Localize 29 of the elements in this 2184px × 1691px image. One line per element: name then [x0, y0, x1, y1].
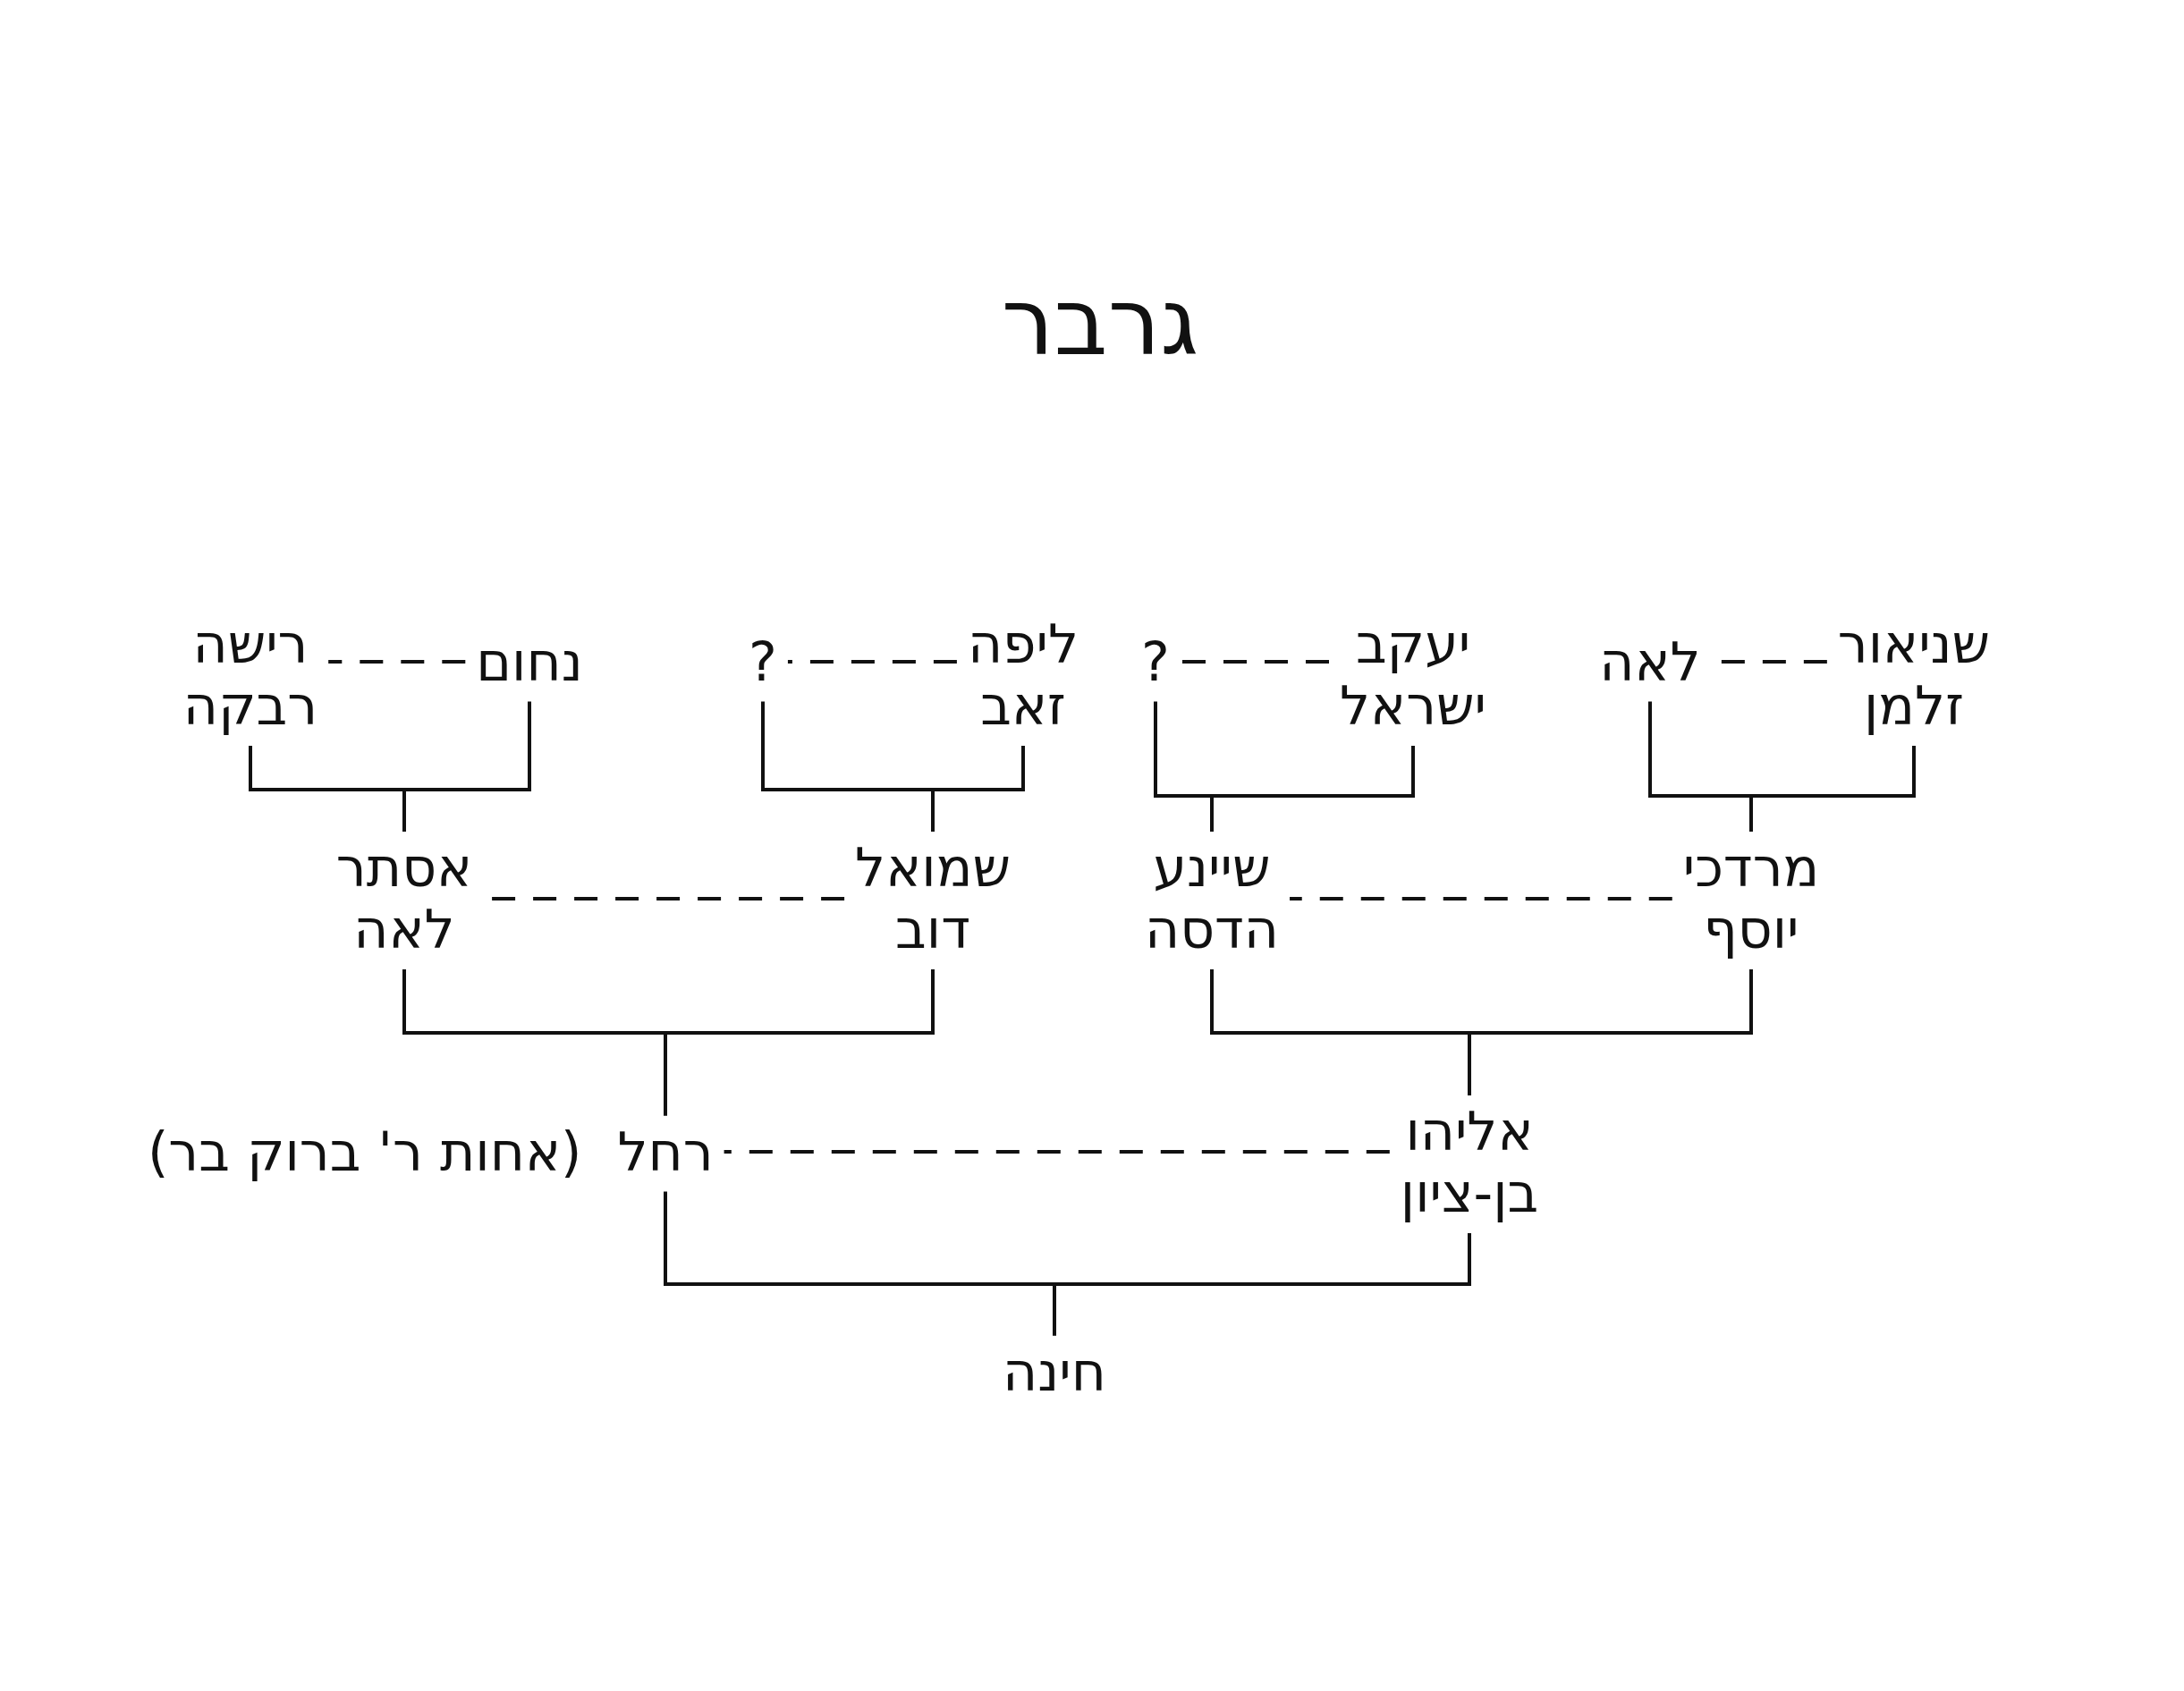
- person-name: רחל: [617, 1120, 714, 1183]
- descent-bracket: [761, 701, 935, 832]
- person-name: רישה רבקה: [182, 613, 318, 737]
- marriage-line: [1180, 660, 1329, 664]
- descent-bracket: [664, 1191, 1056, 1336]
- person-name: מרדכי יוסף: [1682, 837, 1820, 960]
- person-name: לאה: [1599, 630, 1701, 693]
- descent-bracket: [402, 969, 667, 1116]
- marriage-line: [328, 660, 466, 664]
- descent-bracket: [1648, 701, 1753, 832]
- person-name: ?: [1141, 630, 1170, 693]
- marriage-line: [787, 660, 957, 664]
- person-name: ?: [749, 630, 777, 693]
- person-name: אסתר לאה: [335, 837, 473, 960]
- note-text: (אחות ר' ברוק בר): [147, 1120, 582, 1183]
- descent-bracket: [249, 746, 406, 832]
- person-name: שיינע הדסה: [1144, 837, 1280, 960]
- descent-bracket: [1154, 701, 1214, 832]
- person-name: נחום: [476, 630, 583, 693]
- marriage-line: [1290, 897, 1672, 900]
- person-name: שניאור זלמן: [1837, 613, 1991, 737]
- person-name: שמואל דוב: [855, 837, 1011, 960]
- marriage-line: [724, 1150, 1390, 1154]
- title: גרבר: [1001, 267, 1199, 376]
- person-name: חינה: [1003, 1340, 1106, 1403]
- person-name: אליהו בן-ציון: [1400, 1101, 1539, 1224]
- person-name: יעקב ישראל: [1340, 613, 1486, 737]
- descent-bracket: [1210, 969, 1471, 1095]
- person-name: ליפה זאב: [967, 613, 1079, 737]
